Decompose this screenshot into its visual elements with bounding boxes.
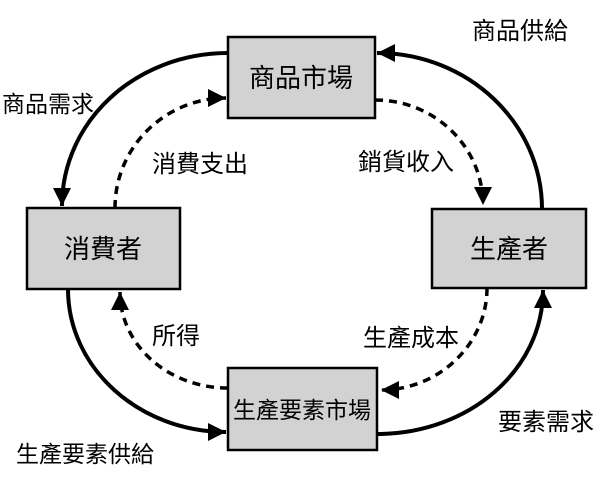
income-arrow: [111, 291, 229, 390]
factor-demand-label: 要素需求: [498, 409, 594, 436]
goods-demand-label: 商品需求: [2, 91, 94, 117]
goods-market-label: 商品市場: [249, 63, 353, 93]
production-cost-arrow: [380, 287, 489, 399]
income-label: 所得: [152, 323, 200, 350]
goods-demand-arrow: [53, 51, 229, 207]
consumption-expenditure-arrow: [113, 89, 227, 209]
producer-box: [430, 207, 588, 290]
producer-label: 生產者: [470, 234, 548, 264]
factor-supply-label: 生產要素供給: [16, 441, 154, 467]
consumer-box: [25, 206, 182, 291]
factor-supply-arrow: [66, 288, 227, 441]
factor-market-box: [226, 366, 379, 452]
goods-supply-arrow: [376, 44, 544, 210]
production-cost-label: 生產成本: [363, 325, 459, 352]
goods-market-box: [226, 35, 377, 120]
sales-revenue-arrow: [374, 98, 492, 206]
factor-market-label: 生產要素市場: [233, 397, 371, 423]
consumer-label: 消費者: [64, 234, 142, 264]
goods-supply-label: 商品供給: [472, 18, 568, 45]
sales-revenue-label: 銷貨收入: [358, 149, 454, 176]
consumption-expenditure-label: 消費支出: [152, 151, 248, 178]
factor-demand-arrow: [376, 289, 552, 436]
